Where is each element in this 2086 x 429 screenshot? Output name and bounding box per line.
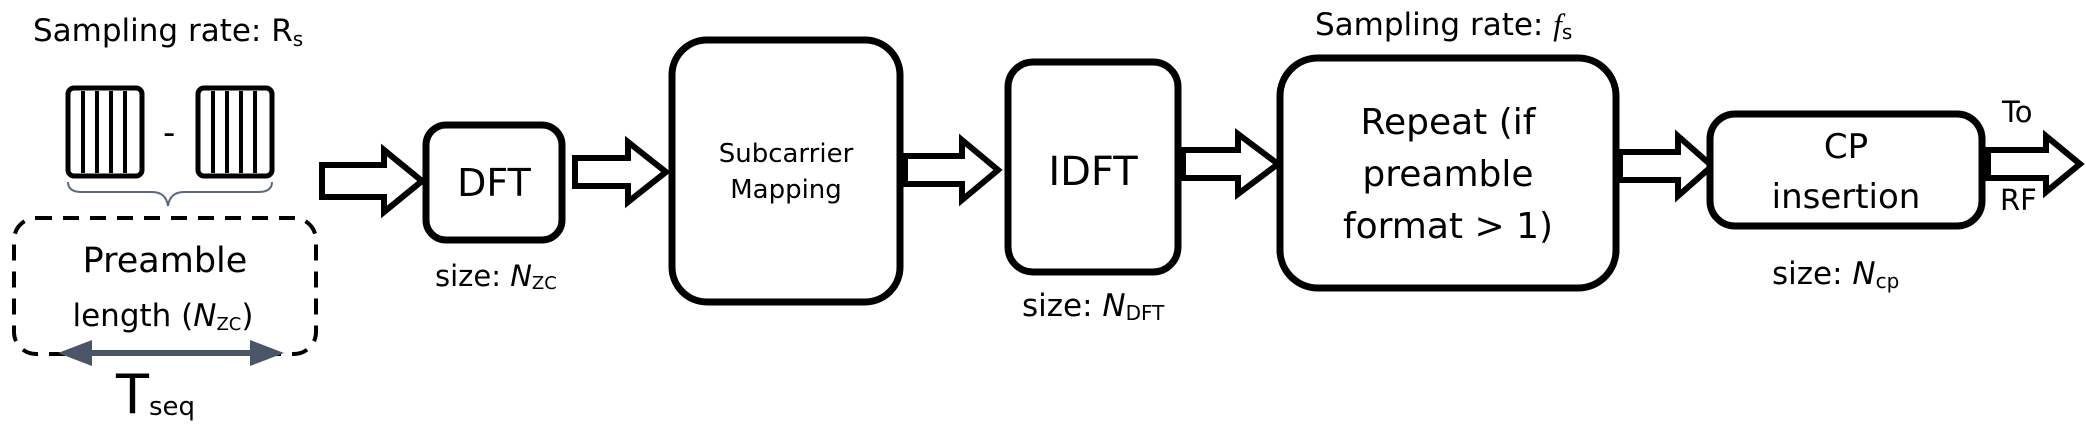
rf-label: RF — [2000, 183, 2037, 217]
repeat-label-line1: Repeat (if — [1361, 102, 1537, 143]
idft-block — [1004, 58, 1182, 276]
subcarrier-mapping-block — [668, 36, 904, 306]
cp-insertion-label-line2: insertion — [1772, 177, 1921, 217]
to-label: To — [2001, 95, 2033, 129]
sampling-rate-rs-label: Sampling rate: Rs — [33, 13, 303, 51]
dft-size-label: size: NZC — [435, 259, 557, 294]
output-arrow-icon — [1985, 129, 2085, 199]
idft-size-label: size: NDFT — [1022, 288, 1165, 325]
dft-block — [422, 121, 566, 244]
flow-arrow-icon — [319, 143, 427, 219]
flow-arrow-icon — [902, 133, 1003, 207]
dft-label: DFT — [457, 161, 531, 205]
cp-insertion-label-line1: CP — [1824, 127, 1868, 167]
sequence-separator: - — [163, 113, 175, 153]
cp-insertion-size-label: size: Ncp — [1772, 256, 1899, 293]
cp-insertion-block — [1706, 110, 1986, 230]
sampling-rate-fs-label: Sampling rate: fs — [1315, 7, 1572, 44]
subcarrier-mapping-label-line1: Subcarrier — [719, 139, 854, 169]
flow-arrow-icon — [1180, 128, 1283, 200]
idft-label: IDFT — [1048, 149, 1138, 195]
sequence-block-icon — [195, 85, 275, 179]
flow-arrow-icon — [1617, 129, 1717, 203]
repeat-label-line2: preamble — [1362, 154, 1533, 195]
brace-icon — [67, 181, 273, 207]
repeat-block — [1276, 54, 1620, 292]
subcarrier-mapping-label-line2: Mapping — [730, 175, 842, 205]
repeat-label-line3: format > 1) — [1343, 206, 1553, 247]
sequence-block-icon — [65, 85, 145, 179]
double-arrow-icon — [58, 340, 284, 366]
preamble-label: Preamble — [83, 241, 248, 281]
flow-arrow-icon — [572, 135, 671, 209]
preamble-length-label: length (NZC) — [73, 298, 254, 335]
tseq-label: Tseq — [115, 363, 195, 426]
